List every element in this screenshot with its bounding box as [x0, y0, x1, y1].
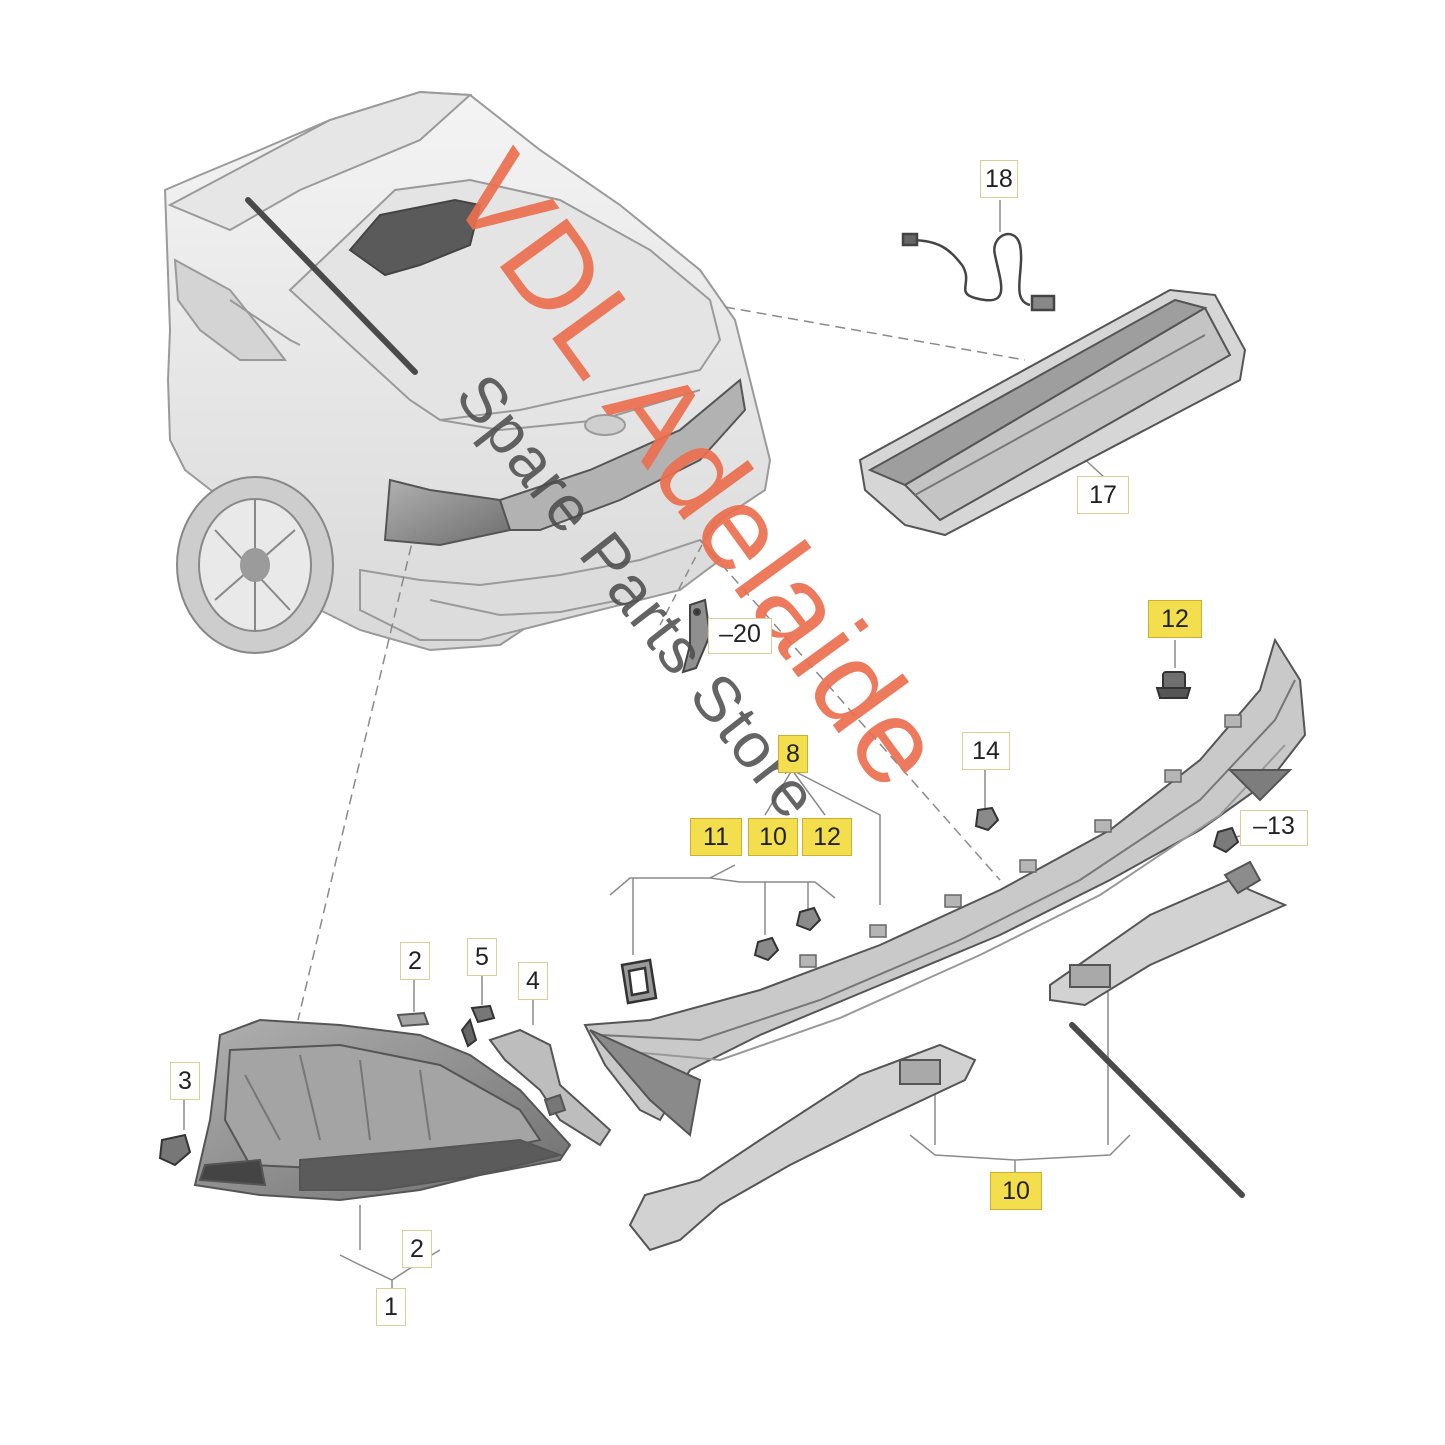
callout-11[interactable]: 11	[690, 818, 742, 856]
callout-18[interactable]: 18	[980, 160, 1018, 198]
nut-part-14	[974, 806, 1000, 832]
callout-20-number: 20	[733, 620, 761, 648]
bracket-part-20	[681, 598, 712, 674]
callout-14[interactable]: 14	[962, 732, 1010, 770]
clip-part-3	[158, 1133, 192, 1167]
callout-1[interactable]: 1	[376, 1288, 406, 1326]
seal-part-11	[620, 958, 658, 1005]
callout-13[interactable]: –13	[1240, 810, 1308, 846]
callout-17[interactable]: 17	[1077, 476, 1129, 514]
nut-part-10	[753, 936, 780, 962]
brake-light-part	[858, 288, 1247, 537]
callout-12-lower[interactable]: 12	[802, 818, 852, 856]
screw-part-5	[460, 1004, 496, 1048]
tail-light-part-1	[193, 1018, 572, 1202]
callout-3[interactable]: 3	[170, 1062, 200, 1100]
callout-2-lower[interactable]: 2	[402, 1230, 432, 1268]
wiring-harness-part	[901, 232, 1056, 312]
nut-part-12	[795, 906, 822, 932]
callout-12-upper[interactable]: 12	[1148, 600, 1202, 638]
callout-10-upper[interactable]: 10	[748, 818, 798, 856]
callout-10-lower[interactable]: 10	[990, 1172, 1042, 1210]
bracket-part-4	[488, 1028, 612, 1147]
callout-4[interactable]: 4	[518, 962, 548, 1000]
bumper-cover-part	[583, 637, 1307, 1137]
clip-part-12	[1155, 671, 1192, 699]
trim-tag-part-2	[396, 1011, 430, 1028]
callout-8[interactable]: 8	[778, 735, 808, 773]
callout-13-number: 13	[1267, 812, 1295, 840]
trim-strip-part-10-lower	[628, 1043, 977, 1252]
clip-part-13	[1212, 826, 1240, 854]
callout-2-upper[interactable]: 2	[400, 942, 430, 980]
trim-strip-part-10-upper	[1049, 860, 1288, 1007]
callout-20[interactable]: –20	[708, 618, 772, 654]
watermark-slashes	[245, 197, 1245, 1198]
callout-5[interactable]: 5	[467, 938, 497, 976]
car-illustration	[163, 90, 772, 654]
